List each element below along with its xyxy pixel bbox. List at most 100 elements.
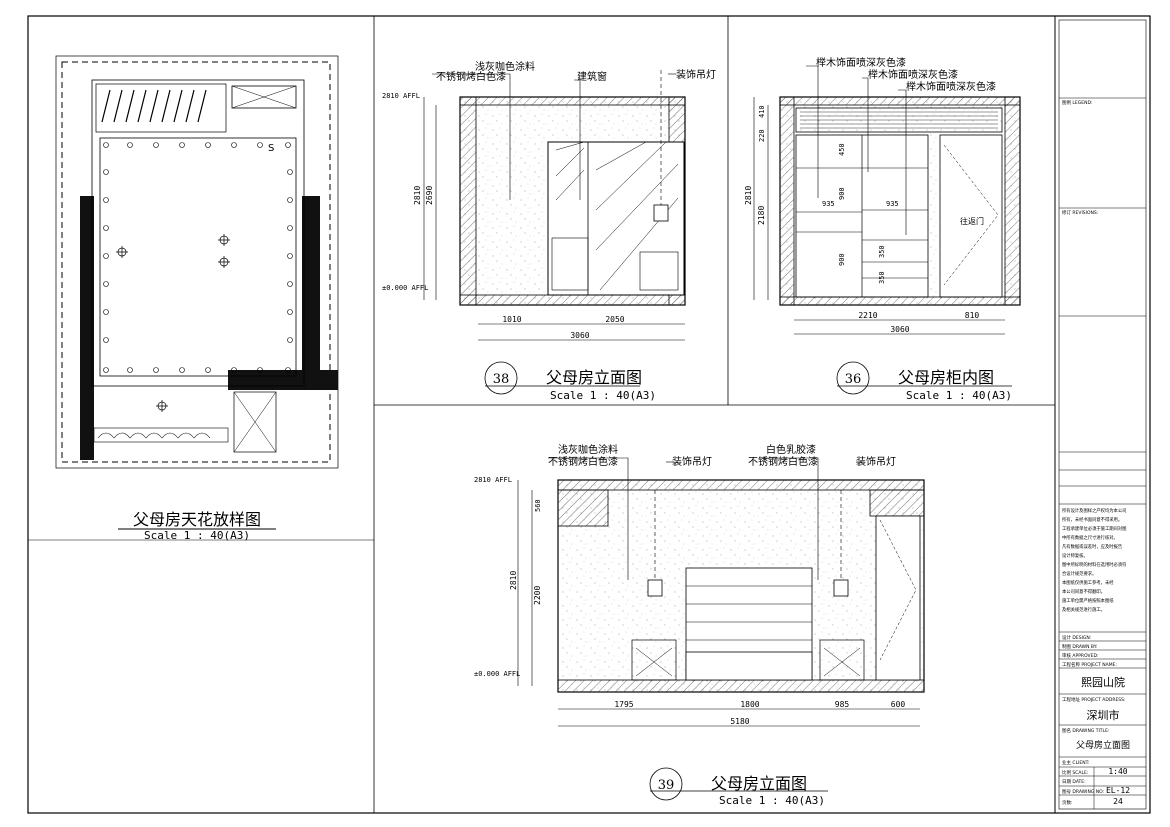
client-label: 业主 CLIENT:: [1062, 759, 1089, 766]
project-address: 深圳市: [1087, 708, 1120, 722]
elev36-dim: 2210: [858, 311, 877, 320]
elev39-dim: 600: [891, 700, 906, 709]
svg-text:中所有数据之尺寸进行核对。: 中所有数据之尺寸进行核对。: [1062, 534, 1118, 541]
elev39-dimlines: [517, 480, 920, 727]
elev38-leaders: [432, 73, 676, 200]
elev39-title: 父母房立面图: [711, 774, 807, 793]
elevation-39: [557, 479, 925, 693]
svg-text:合设计规范要求。: 合设计规范要求。: [1062, 570, 1096, 577]
elev36-dim: 350: [878, 271, 886, 284]
elev39-level-top: 2810 AFFL: [474, 476, 512, 484]
elev38-dim: 1010: [502, 315, 521, 324]
elev38-dimlines: [423, 97, 685, 341]
svg-text:本图纸仅供施工参考，未经: 本图纸仅供施工参考，未经: [1062, 579, 1114, 586]
elev39-note-1: 浅灰咖色涂料: [558, 443, 618, 456]
elev36-number: 36: [845, 372, 862, 387]
elev36-scale: Scale 1 : 40(A3): [906, 389, 1012, 402]
page-number: 24: [1113, 797, 1123, 806]
design-label: 设计 DESIGN:: [1062, 634, 1091, 641]
elev38-level-bottom: ±0.000 AFFL: [382, 284, 428, 292]
elevation-36: [779, 96, 1021, 306]
elev36-dim: 935: [886, 200, 899, 208]
elev38-title: 父母房立面图: [546, 368, 642, 387]
ceiling-scale: Scale 1 : 40(A3): [144, 529, 250, 542]
elev39-note-6: 装饰吊灯: [856, 455, 896, 468]
elev38-note-4: 装饰吊灯: [676, 68, 716, 81]
svg-text:凡有数据或误差时，应及时报告: 凡有数据或误差时，应及时报告: [1062, 543, 1123, 550]
elev36-dim: 220: [758, 129, 766, 142]
elev39-dim: 1795: [614, 700, 633, 709]
svg-text:S: S: [268, 143, 274, 154]
drawing-no: EL-12: [1106, 786, 1130, 795]
elev36-dim: 3060: [890, 325, 909, 334]
elev38-scale: Scale 1 : 40(A3): [550, 389, 656, 402]
date-label: 日期 DATE:: [1062, 779, 1086, 785]
svg-text:施工单位需严格按照本图纸: 施工单位需严格按照本图纸: [1062, 597, 1114, 604]
drawn-label: 制图 DRAWN BY:: [1062, 643, 1097, 650]
ceiling-plan: S: [55, 55, 339, 469]
elev36-door-label: 往返门: [960, 216, 984, 226]
elev38-dim: 2050: [605, 315, 624, 324]
scale-label: 比例 SCALE:: [1062, 769, 1088, 776]
elev39-level-bottom: ±0.000 AFFL: [474, 670, 520, 678]
elev38-note-1: 浅灰咖色涂料: [475, 60, 535, 73]
elev36-dim: 935: [822, 200, 835, 208]
legend-label: 图例 LEGEND:: [1062, 99, 1092, 106]
elev39-dim: 985: [835, 700, 850, 709]
project-address-label: 工程地址 PROJECT ADDRESS:: [1062, 696, 1126, 703]
project-name: 熙园山院: [1081, 675, 1125, 689]
elev39-note-5: 不锈钢烤白色漆: [748, 455, 818, 468]
check-label: 审核 APPROVED:: [1062, 652, 1098, 659]
elev36-note-3: 榉木饰面喷深灰色漆: [906, 80, 996, 93]
elev39-dim: 2200: [533, 586, 542, 605]
elev36-dim: 2180: [757, 206, 766, 225]
drawing-title-label: 图名 DRAWING TITLE:: [1062, 727, 1109, 734]
elev38-note-3: 建筑窗: [577, 70, 607, 83]
title-block: [1054, 15, 1151, 814]
elev36-dim: 810: [965, 311, 980, 320]
revisions-label: 修订 REVISIONS:: [1062, 209, 1098, 216]
elev36-dim: 900: [838, 253, 846, 266]
svg-text:设计师复核。: 设计师复核。: [1062, 552, 1088, 559]
elev36-leaders: [806, 65, 907, 235]
svg-text:所有设计及图样之产权均为本公司: 所有设计及图样之产权均为本公司: [1062, 507, 1126, 514]
svg-text:工程承建单位必须于施工期间对图: 工程承建单位必须于施工期间对图: [1062, 525, 1126, 532]
drawing-title: 父母房立面图: [1076, 739, 1130, 751]
elev39-dim: 5180: [730, 717, 749, 726]
elev39-note-2: 不锈钢烤白色漆: [548, 455, 618, 468]
elev39-dim: 2810: [509, 571, 518, 590]
svg-text:图中所标明的材料在选用时必须符: 图中所标明的材料在选用时必须符: [1062, 561, 1127, 568]
elev36-dim: 450: [838, 143, 846, 156]
elev36-dim: 410: [758, 105, 766, 118]
elev38-dim: 2810: [413, 186, 422, 205]
scale-value: 1:40: [1108, 767, 1127, 776]
elev36-note-2: 榉木饰面喷深灰色漆: [868, 68, 958, 81]
elev38-marker: [484, 361, 518, 395]
elev39-number: 39: [658, 778, 675, 793]
elev38-dim: 2690: [425, 186, 434, 205]
elevation-38: [459, 70, 686, 306]
drawing-no-label: 图号 DRAWING NO:: [1062, 789, 1104, 795]
elev36-title: 父母房柜内图: [898, 368, 994, 387]
elev39-leaders: [548, 457, 864, 580]
elev36-dimlines: [753, 97, 1005, 335]
elev38-dim: 3060: [570, 331, 589, 340]
svg-text:本公司同意不得翻印。: 本公司同意不得翻印。: [1062, 588, 1105, 595]
elev38-number: 38: [493, 372, 510, 387]
page-label: 页数:: [1062, 799, 1073, 806]
ceiling-title: 父母房天花放样图: [133, 510, 261, 529]
title-block-notes: 所有设计及图样之产权均为本公司 所有，未经书面同意不得采用。 工程承建单位必须于…: [1062, 507, 1127, 613]
elev38-note-2: 不锈钢烤白色漆: [436, 70, 506, 83]
elev39-dim: 560: [534, 499, 542, 512]
svg-text:所有，未经书面同意不得采用。: 所有，未经书面同意不得采用。: [1062, 516, 1122, 523]
elev39-scale: Scale 1 : 40(A3): [719, 794, 825, 807]
elev39-dim: 1800: [740, 700, 759, 709]
elev39-marker: [649, 767, 683, 801]
elev36-dim: 900: [838, 187, 846, 200]
elev38-level-top: 2810 AFFL: [382, 92, 420, 100]
elev39-note-4: 白色乳胶漆: [766, 443, 816, 456]
elev36-dim: 2810: [744, 186, 753, 205]
project-name-label: 工程名称 PROJECT NAME:: [1062, 661, 1117, 668]
elev36-note-1: 榉木饰面喷深灰色漆: [816, 56, 906, 69]
